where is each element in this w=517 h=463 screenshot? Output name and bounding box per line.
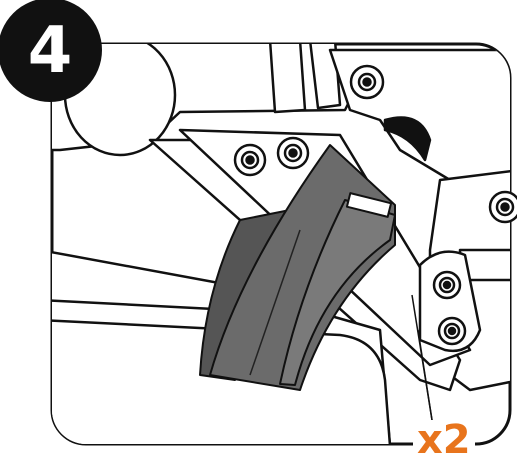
hook-part bbox=[383, 116, 432, 162]
tube-band bbox=[268, 44, 307, 114]
illustration bbox=[0, 0, 517, 446]
step-number: 4 bbox=[27, 14, 73, 88]
quantity-label: x2 bbox=[413, 420, 475, 460]
leader-line bbox=[417, 329, 433, 421]
bolt-icon bbox=[437, 316, 467, 346]
bolt-icon bbox=[349, 64, 385, 100]
pad-crease bbox=[249, 229, 301, 376]
bolt-icon bbox=[488, 190, 517, 224]
pad-edge bbox=[279, 199, 396, 386]
step-badge-circle bbox=[0, 0, 102, 102]
bolt-icon bbox=[432, 270, 462, 300]
pad-label-strip bbox=[345, 192, 393, 218]
step-badge: 4 bbox=[0, 0, 104, 104]
bolt-icon bbox=[233, 143, 267, 177]
bolt-icon bbox=[276, 136, 310, 170]
